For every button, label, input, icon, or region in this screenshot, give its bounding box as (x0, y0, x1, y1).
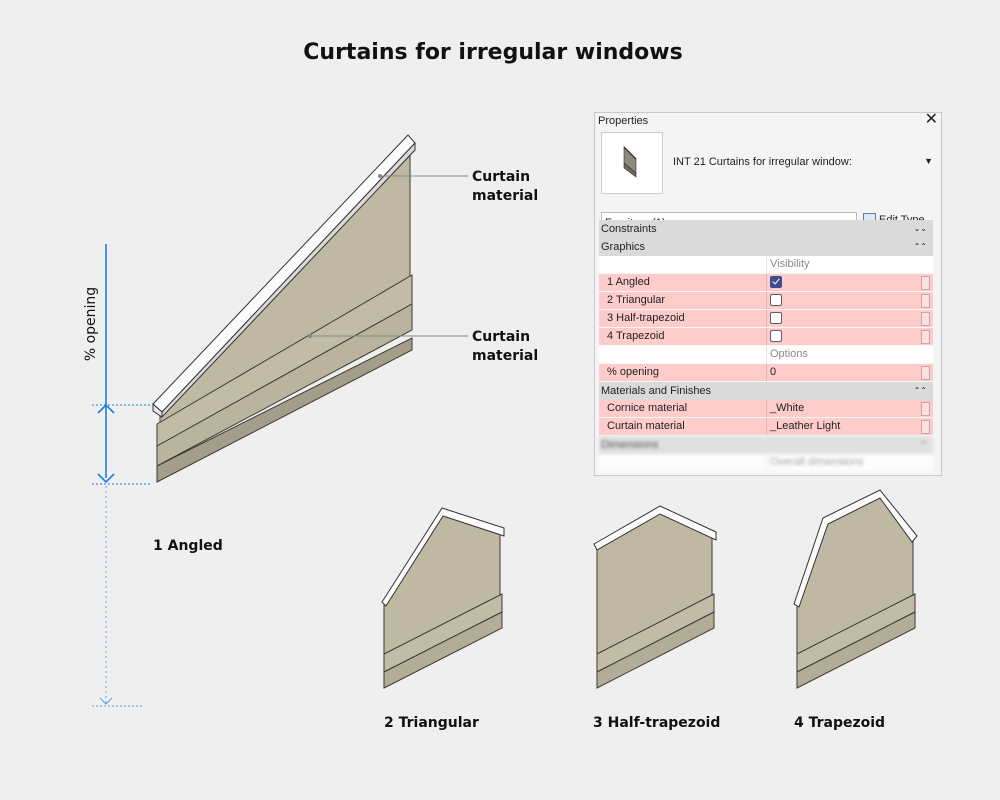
variant-label-trapezoid: 4 Trapezoid (794, 715, 886, 731)
cornice-top (381, 507, 505, 607)
associate-param-button[interactable] (921, 402, 930, 416)
section-dimensions[interactable]: Dimensions ⌃ (599, 436, 933, 454)
param-label: Cornice material (599, 400, 767, 417)
properties-grid: Constraints ⌄⌄ Graphics ⌃⌃ Visibility 1 … (599, 220, 933, 472)
properties-panel: Properties ✕ INT 21 Curtains for irregul… (594, 112, 942, 476)
param-row: 2 Triangular (599, 292, 933, 310)
param-label: 3 Half-trapezoid (599, 310, 767, 327)
variant-label-angled: 1 Angled (153, 538, 223, 554)
cornice-top (793, 489, 918, 608)
fabric-fold (156, 303, 413, 467)
close-icon[interactable]: ✕ (924, 112, 938, 128)
dropdown-arrow-icon[interactable]: ▼ (924, 156, 933, 166)
section-graphics[interactable]: Graphics ⌃⌃ (599, 238, 933, 256)
associate-param-button[interactable] (921, 312, 930, 326)
param-label: 1 Angled (599, 274, 767, 291)
section-constraints[interactable]: Constraints ⌄⌄ (599, 220, 933, 238)
opening-dimension-label: % opening (83, 286, 99, 362)
section-label: Materials and Finishes (601, 385, 712, 397)
type-selector[interactable]: INT 21 Curtains for irregular window: ▼ (601, 132, 937, 196)
collapse-icon[interactable]: ⌃⌃ (913, 242, 927, 251)
type-thumbnail (601, 132, 663, 194)
properties-title: Properties (598, 115, 649, 127)
cornice-top (593, 505, 717, 551)
fabric-fold (156, 337, 413, 483)
associate-param-button[interactable] (921, 294, 930, 308)
visibility-checkbox-triangular[interactable] (770, 294, 782, 306)
cornice-side (161, 141, 416, 419)
opening-value-field[interactable]: 0 (770, 366, 777, 378)
callout-line: material (472, 348, 539, 364)
param-row: Curtain material _Leather Light (599, 418, 933, 436)
param-label: 4 Trapezoid (599, 328, 767, 345)
associate-param-button[interactable] (921, 330, 930, 344)
param-row: Cornice material _White (599, 400, 933, 418)
subheader-row: Options (599, 346, 933, 364)
fabric-fold (796, 611, 916, 689)
associate-param-button[interactable] (921, 366, 930, 380)
properties-header: Properties ✕ (595, 113, 941, 130)
fabric-fold (383, 611, 503, 689)
triangular-curtain-illustration (381, 507, 505, 689)
param-label: 2 Triangular (599, 292, 767, 309)
variant-label-half-trapezoid: 3 Half-trapezoid (593, 715, 721, 731)
half-trapezoid-curtain-illustration (593, 505, 717, 689)
callout-curtain-material-top: Curtain material (472, 168, 538, 206)
callout-line: Curtain (472, 169, 531, 185)
collapse-icon[interactable]: ⌃⌃ (913, 386, 927, 395)
visibility-checkbox-trapezoid[interactable] (770, 330, 782, 342)
subheader-overall-dimensions: Overall dimensions (770, 456, 864, 468)
collapse-icon[interactable]: ⌃ (920, 440, 927, 449)
subheader-row: Visibility (599, 256, 933, 274)
subheader-row: Overall dimensions (599, 454, 933, 472)
callout-curtain-material-middle: Curtain material (472, 328, 538, 366)
visibility-checkbox-angled[interactable] (770, 276, 782, 288)
param-label: % opening (599, 364, 767, 381)
param-row: 1 Angled (599, 274, 933, 292)
visibility-checkbox-half-trapezoid[interactable] (770, 312, 782, 324)
section-label: Dimensions (601, 439, 659, 451)
callout-line: Curtain (472, 329, 531, 345)
trapezoid-curtain-illustration (793, 489, 918, 689)
opening-dimension (92, 244, 150, 707)
subheader-visibility: Visibility (770, 258, 810, 270)
associate-param-button[interactable] (921, 276, 930, 290)
section-label: Constraints (601, 223, 657, 235)
fabric-fold (596, 611, 715, 689)
curtain-material-field[interactable]: _Leather Light (770, 420, 841, 432)
variant-label-triangular: 2 Triangular (384, 715, 479, 731)
param-row: % opening 0 (599, 364, 933, 382)
blurred-section: Dimensions ⌃ Overall dimensions (599, 436, 933, 472)
expand-icon[interactable]: ⌄⌄ (913, 224, 927, 233)
associate-param-button[interactable] (921, 420, 930, 434)
param-row: 3 Half-trapezoid (599, 310, 933, 328)
type-name: INT 21 Curtains for irregular window: (673, 156, 852, 168)
param-label: Curtain material (599, 418, 767, 435)
page-title: Curtains for irregular windows (303, 40, 683, 65)
cornice-material-field[interactable]: _White (770, 402, 805, 414)
section-label: Graphics (601, 241, 646, 253)
angled-curtain-illustration (152, 134, 468, 483)
param-row: 4 Trapezoid (599, 328, 933, 346)
section-materials[interactable]: Materials and Finishes ⌃⌃ (599, 382, 933, 400)
subheader-options: Options (770, 348, 808, 360)
callout-line: material (472, 188, 539, 204)
